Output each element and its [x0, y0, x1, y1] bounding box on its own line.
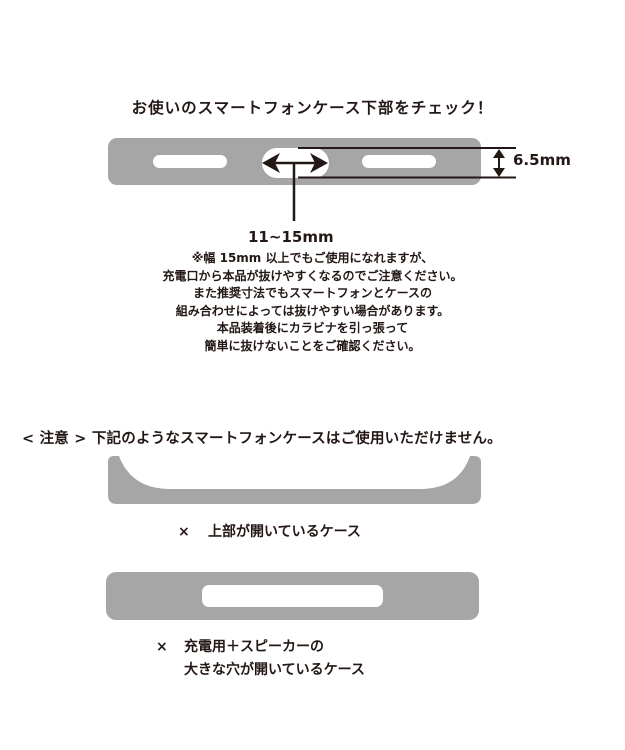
cross-mark-icon: × — [178, 524, 190, 540]
bad-case-label-open-top: × 上部が開いているケース — [178, 521, 361, 541]
note-line: 本品装着後にカラビナを引っ張って — [216, 321, 409, 335]
note-line: また推奨寸法でもスマートフォンとケースの — [192, 286, 433, 300]
caution-heading: < 注意 > 下記のようなスマートフォンケースはご使用いただけません。 — [22, 431, 502, 447]
page-title: お使いのスマートフォンケース下部をチェック！ — [131, 99, 494, 117]
note-line: 充電口から本品が抜けやすくなるのでご注意ください。 — [162, 268, 463, 283]
large-hole-case-diagram — [106, 572, 479, 620]
note-line: ※幅 15mm 以上でもご使用になれますが、 — [191, 251, 434, 265]
width-dimension-arrow — [262, 153, 328, 221]
bad-case-text: 充電用＋スピーカーの — [184, 639, 324, 655]
bad-case-text: 大きな穴が開いているケース — [184, 662, 365, 678]
speaker-slot-left — [153, 155, 227, 168]
height-dimension-label: 6.5mm — [513, 151, 571, 169]
large-hole-opening — [202, 585, 383, 607]
bad-case-label-large-hole: × 充電用＋スピーカーの 大きな穴が開いているケース — [156, 636, 365, 682]
usage-note: ※幅 15mm 以上でもご使用になれますが、 充電口から本品が抜けやすくなるので… — [0, 250, 625, 355]
bad-case-text: 上部が開いているケース — [208, 524, 361, 540]
note-line: 組み合わせによっては抜けやすい場合があります。 — [175, 303, 450, 318]
open-top-case-shape — [108, 456, 481, 504]
width-dimension-label: 11~15mm — [248, 228, 334, 246]
height-dimension-lines — [298, 147, 516, 179]
note-line: 簡単に抜けないことをご確認ください。 — [204, 338, 421, 353]
cross-mark-icon: × — [156, 639, 168, 655]
speaker-slot-right — [362, 155, 436, 168]
